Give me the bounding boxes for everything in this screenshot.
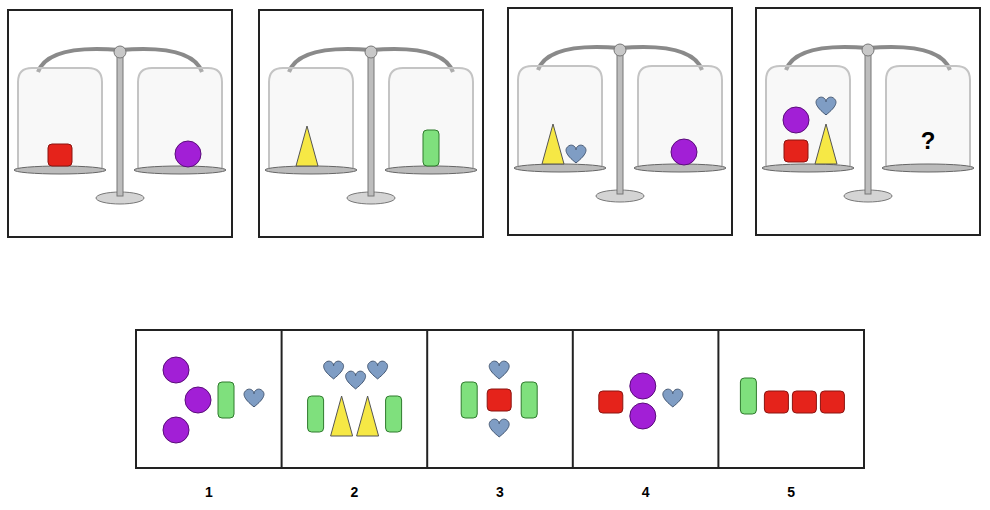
scale-panel xyxy=(8,10,232,237)
scale-pan xyxy=(14,166,106,174)
purple-circle xyxy=(185,387,211,413)
red-square xyxy=(599,391,623,413)
glass-jar xyxy=(886,66,970,166)
option-number: 3 xyxy=(496,485,504,499)
option-cell xyxy=(740,378,844,414)
scale-pan xyxy=(265,166,357,174)
green-bar xyxy=(423,130,439,166)
yellow-triangle xyxy=(542,124,564,164)
glass-jar xyxy=(766,66,850,166)
glass-jar xyxy=(638,66,722,166)
yellow-triangle xyxy=(815,124,837,164)
scale-pan xyxy=(134,166,226,174)
green-bar xyxy=(740,378,756,414)
purple-circle xyxy=(630,403,656,429)
option-divider xyxy=(426,330,428,468)
option-divider xyxy=(717,330,719,468)
red-square xyxy=(792,391,816,413)
blue-heart xyxy=(816,97,836,115)
red-square xyxy=(487,389,511,411)
scale-pan xyxy=(762,164,854,172)
option-cell xyxy=(308,361,402,436)
panel-frame xyxy=(508,8,732,235)
blue-heart xyxy=(489,361,509,379)
scale-pan xyxy=(634,164,726,172)
blue-heart xyxy=(566,145,586,163)
scale-pan xyxy=(882,164,974,172)
purple-circle xyxy=(175,141,201,167)
scale-knob xyxy=(114,46,126,58)
scale-knob xyxy=(365,46,377,58)
red-square xyxy=(820,391,844,413)
scale-pole xyxy=(617,52,623,194)
panel-frame xyxy=(8,10,232,237)
green-bar xyxy=(308,396,324,432)
scale-pole xyxy=(117,54,123,196)
purple-circle xyxy=(630,373,656,399)
option-number: 2 xyxy=(350,485,358,499)
scale-pan xyxy=(385,166,477,174)
red-square xyxy=(48,144,72,166)
scale-pole xyxy=(368,54,374,196)
green-bar xyxy=(521,382,537,418)
question-mark: ? xyxy=(921,129,936,153)
options-row xyxy=(136,330,864,468)
red-square xyxy=(784,140,808,162)
panel-frame xyxy=(259,10,483,237)
green-bar xyxy=(218,382,234,418)
option-cell xyxy=(163,357,264,443)
panel-frame xyxy=(756,8,980,235)
option-number: 4 xyxy=(642,485,650,499)
yellow-triangle xyxy=(296,126,318,166)
option-cell xyxy=(599,373,683,429)
blue-heart xyxy=(663,389,683,407)
blue-heart xyxy=(368,361,388,379)
scale-knob xyxy=(614,44,626,56)
yellow-triangle xyxy=(357,396,379,436)
option-number: 1 xyxy=(205,485,213,499)
option-divider xyxy=(572,330,574,468)
scale-panel xyxy=(259,10,483,237)
glass-jar xyxy=(138,68,222,168)
scale-panel xyxy=(508,8,732,235)
scale-pan xyxy=(514,164,606,172)
green-bar xyxy=(461,382,477,418)
blue-heart xyxy=(489,419,509,437)
glass-jar xyxy=(389,68,473,168)
purple-circle xyxy=(783,107,809,133)
glass-jar xyxy=(518,66,602,166)
scale-knob xyxy=(862,44,874,56)
purple-circle xyxy=(163,357,189,383)
scale-pole xyxy=(865,52,871,194)
option-number: 5 xyxy=(787,485,795,499)
yellow-triangle xyxy=(331,396,353,436)
option-cell xyxy=(461,361,537,437)
blue-heart xyxy=(346,371,366,389)
green-bar xyxy=(386,396,402,432)
glass-jar xyxy=(269,68,353,168)
option-divider xyxy=(281,330,283,468)
purple-circle xyxy=(671,139,697,165)
glass-jar xyxy=(18,68,102,168)
blue-heart xyxy=(244,389,264,407)
scale-panel xyxy=(756,8,980,235)
options-frame xyxy=(136,330,864,468)
purple-circle xyxy=(163,417,189,443)
red-square xyxy=(764,391,788,413)
blue-heart xyxy=(324,361,344,379)
